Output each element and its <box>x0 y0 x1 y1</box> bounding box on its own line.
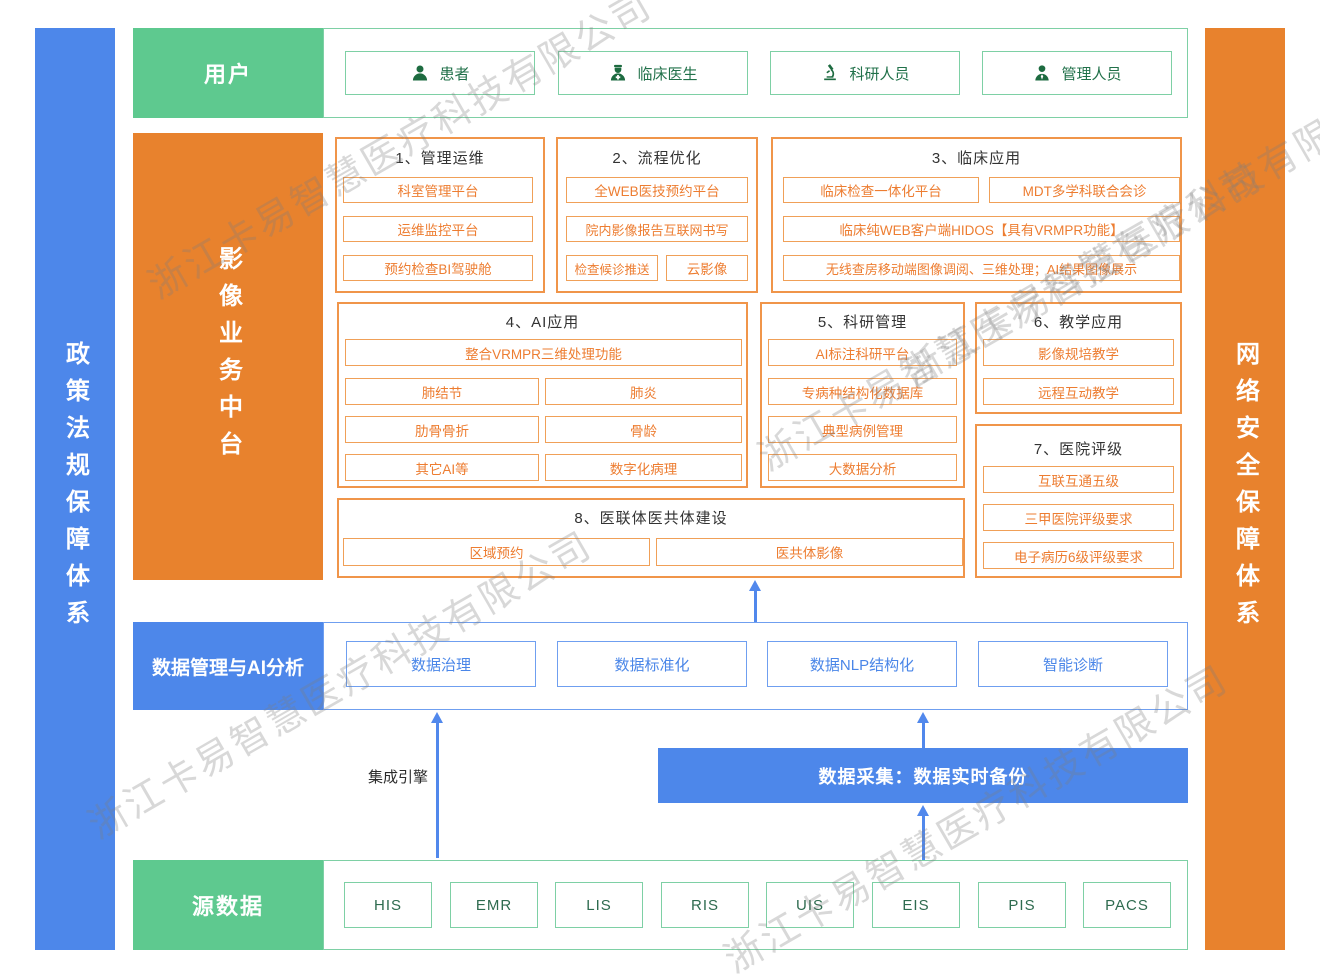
source-header-label: 源数据 <box>191 894 264 919</box>
manager-icon <box>1032 63 1052 83</box>
feature-item: 预约检查BI驾驶舱 <box>343 255 533 281</box>
feature-item: 肺结节 <box>345 378 539 405</box>
integration-engine-label: 集成引擎 <box>367 769 428 786</box>
user-item-label: 管理人员 <box>1061 65 1122 83</box>
source-system-pacs: PACS <box>1083 882 1171 928</box>
section-medical-alliance: 8、医联体医共体建设 区域预约 医共体影像 <box>337 498 965 578</box>
flow-arrow-to-midplatform <box>749 580 761 591</box>
source-system-uis: UIS <box>766 882 854 928</box>
data-mgmt-item: 数据治理 <box>346 641 536 687</box>
feature-item: 数字化病理 <box>545 454 742 481</box>
source-system-lis: LIS <box>555 882 643 928</box>
section-hospital-rating: 7、医院评级 互联互通五级 三甲医院评级要求 电子病历6级评级要求 <box>975 424 1182 578</box>
feature-item: 院内影像报告互联网书写 <box>566 216 748 242</box>
feature-item: 肋骨骨折 <box>345 416 539 443</box>
section-research-mgmt: 5、科研管理 AI标注科研平台 专病种结构化数据库 典型病例管理 大数据分析 <box>760 302 965 488</box>
section-teaching-apps: 6、教学应用 影像规培教学 远程互动教学 <box>975 302 1182 414</box>
mid-platform-label: 影像业务中台 <box>214 245 242 468</box>
data-mgmt-header-label: 数据管理与AI分析 <box>151 657 304 679</box>
section-title: 4、AI应用 <box>505 314 580 331</box>
source-to-collect-line <box>921 816 925 860</box>
feature-item: 临床纯WEB客户端HIDOS【具有VRMPR功能】 <box>783 216 1180 242</box>
integration-engine-line <box>435 723 439 858</box>
feature-item: 运维监控平台 <box>343 216 533 242</box>
data-mgmt-item: 数据NLP结构化 <box>767 641 957 687</box>
feature-item: 肺炎 <box>545 378 742 405</box>
section-title: 7、医院评级 <box>1033 441 1124 458</box>
data-mgmt-item: 智能诊断 <box>978 641 1168 687</box>
data-collect-up-arrow <box>917 712 929 723</box>
feature-item: 三甲医院评级要求 <box>983 504 1174 531</box>
user-item-label: 科研人员 <box>849 65 910 83</box>
data-mgmt-row-container: 数据治理 数据标准化 数据NLP结构化 智能诊断 <box>323 622 1188 710</box>
user-item-label: 临床医生 <box>637 65 698 83</box>
feature-item: 云影像 <box>666 255 748 281</box>
source-to-collect-arrow <box>917 805 929 816</box>
feature-item: 电子病历6级评级要求 <box>983 542 1174 569</box>
source-system-his: HIS <box>344 882 432 928</box>
user-item-clinician: 临床医生 <box>558 51 748 95</box>
feature-item: 临床检查一体化平台 <box>783 177 979 203</box>
source-system-emr: EMR <box>450 882 538 928</box>
section-title: 6、教学应用 <box>1033 314 1124 331</box>
feature-item: 典型病例管理 <box>768 416 957 443</box>
users-header-label: 用户 <box>203 62 252 87</box>
users-row-container: 患者 临床医生 科研人员 管理人员 <box>323 28 1188 118</box>
flow-arrow-to-midplatform-line <box>753 591 757 622</box>
network-security-sidebar: 网络安全保障体系 <box>1205 28 1285 950</box>
patient-icon <box>410 63 430 83</box>
doctor-icon <box>608 63 628 83</box>
data-collect-up-line <box>921 723 925 748</box>
mid-platform-header: 影像业务中台 <box>133 133 323 580</box>
feature-item: 骨龄 <box>545 416 742 443</box>
source-row-header: 源数据 <box>133 860 323 950</box>
feature-item: 大数据分析 <box>768 454 957 481</box>
section-title: 3、临床应用 <box>931 150 1022 167</box>
section-process-optimization: 2、流程优化 全WEB医技预约平台 院内影像报告互联网书写 检查候诊推送 云影像 <box>556 137 758 293</box>
feature-item: 区域预约 <box>343 538 650 566</box>
data-mgmt-row-header: 数据管理与AI分析 <box>133 622 323 710</box>
source-system-ris: RIS <box>661 882 749 928</box>
user-item-manager: 管理人员 <box>982 51 1172 95</box>
feature-item: 医共体影像 <box>656 538 963 566</box>
section-ai-apps: 4、AI应用 整合VRMPR三维处理功能 肺结节 肺炎 肋骨骨折 骨龄 其它AI… <box>337 302 748 488</box>
feature-item: 无线查房移动端图像调阅、三维处理；AI结果图像展示 <box>783 255 1180 281</box>
feature-item: 远程互动教学 <box>983 378 1174 405</box>
source-system-pis: PIS <box>978 882 1066 928</box>
section-management-ops: 1、管理运维 科室管理平台 运维监控平台 预约检查BI驾驶舱 <box>335 137 545 293</box>
microscope-icon <box>820 63 840 83</box>
feature-item: 专病种结构化数据库 <box>768 378 957 405</box>
user-item-researcher: 科研人员 <box>770 51 960 95</box>
section-title: 2、流程优化 <box>612 150 702 167</box>
policy-regulation-sidebar: 政策法规保障体系 <box>35 28 115 950</box>
data-collect-box: 数据采集：数据实时备份 <box>658 748 1188 803</box>
source-system-eis: EIS <box>872 882 960 928</box>
network-security-label: 网络安全保障体系 <box>1231 341 1259 637</box>
integration-engine-arrow <box>431 712 443 723</box>
data-collect-label: 数据采集：数据实时备份 <box>818 766 1028 787</box>
feature-item: 互联互通五级 <box>983 466 1174 493</box>
feature-item: 科室管理平台 <box>343 177 533 203</box>
section-title: 8、医联体医共体建设 <box>574 510 728 527</box>
source-row-container: HIS EMR LIS RIS UIS EIS PIS PACS <box>323 860 1188 950</box>
user-item-label: 患者 <box>439 65 470 83</box>
feature-item: AI标注科研平台 <box>768 339 957 366</box>
feature-item: 影像规培教学 <box>983 339 1174 366</box>
user-item-patient: 患者 <box>345 51 535 95</box>
data-mgmt-item: 数据标准化 <box>557 641 747 687</box>
section-title: 1、管理运维 <box>395 150 485 167</box>
policy-regulation-label: 政策法规保障体系 <box>61 341 89 637</box>
feature-item: 检查候诊推送 <box>566 255 658 281</box>
section-clinical-apps: 3、临床应用 临床检查一体化平台 MDT多学科联合会诊 临床纯WEB客户端HID… <box>771 137 1182 293</box>
users-row-header: 用户 <box>133 28 323 118</box>
feature-item: MDT多学科联合会诊 <box>989 177 1180 203</box>
section-title: 5、科研管理 <box>817 314 908 331</box>
feature-item: 全WEB医技预约平台 <box>566 177 748 203</box>
feature-item: 整合VRMPR三维处理功能 <box>345 339 742 366</box>
feature-item: 其它AI等 <box>345 454 539 481</box>
